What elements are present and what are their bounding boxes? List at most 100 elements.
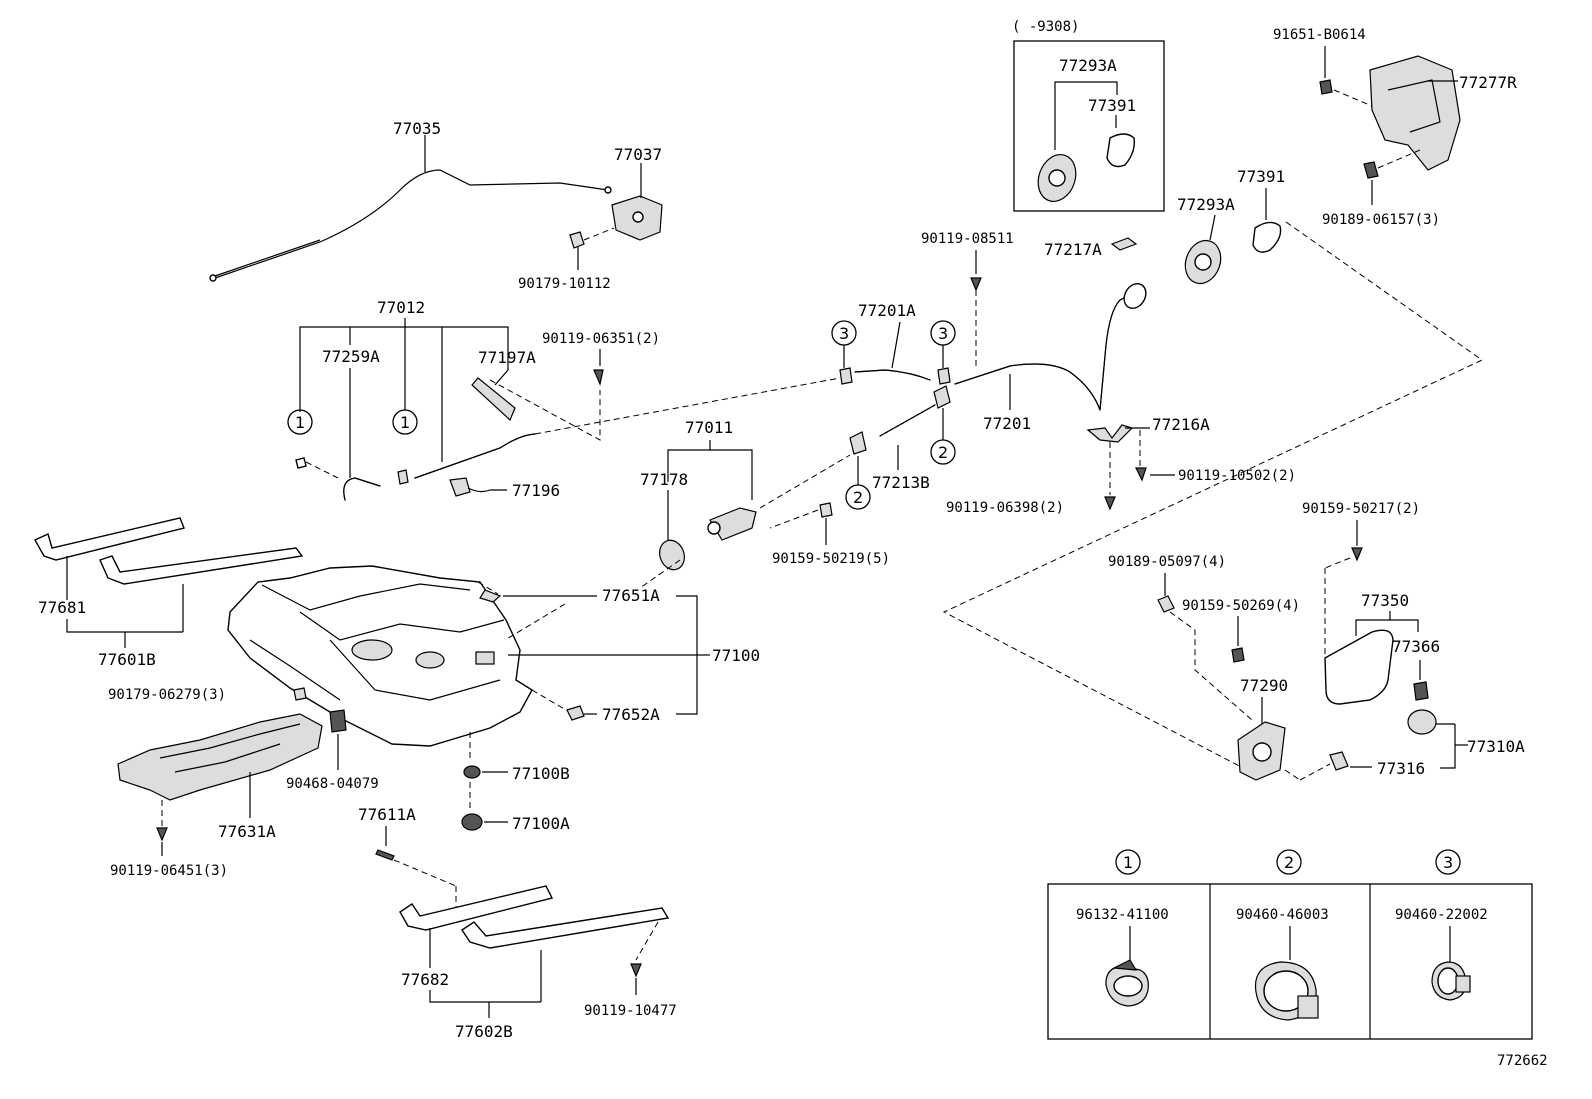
label-77197A: 77197A [478,348,536,367]
label-90119-06451: 90119-06451(3) [110,863,228,879]
label-77366: 77366 [1392,637,1440,656]
svg-text:2: 2 [1284,853,1294,872]
label-90189-06157: 90189-06157(3) [1322,212,1440,228]
variant-label: ( -9308) [1012,19,1079,35]
label-90119-06351: 90119-06351(2) [542,331,660,347]
tank-band-second [99,547,304,585]
filler-gasket-77391 [1252,221,1282,253]
clamp-ref-circle-1b [392,409,418,435]
label-77602B: 77602B [455,1022,513,1041]
pipe-bracket-77216a [1086,424,1134,443]
label-90119-08511: 90119-08511 [921,231,1014,247]
vent-bracket-77197a [471,377,516,422]
label-77391-inset: 77391 [1088,96,1136,115]
fuel-lid-bracket-77277r [1369,55,1461,171]
label-77350: 77350 [1361,591,1409,610]
filler-bracket-77217a [1110,237,1138,251]
label-77310A: 77310A [1467,737,1525,756]
lid-spring-77310a [1407,709,1437,735]
label-77611A: 77611A [358,805,416,824]
label-77316: 77316 [1377,759,1425,778]
svg-text:3: 3 [839,324,849,343]
label-77682: 77682 [401,970,449,989]
tank-band-rear-second [461,907,670,949]
tank-band-rear-group: 77611A 77682 77602B 90119-10477 [358,805,677,1041]
clamp-legend-table: 1 2 3 96132-41100 90460-46003 90460-2200… [1047,849,1533,1040]
label-90119-06398: 90119-06398(2) [946,500,1064,516]
label-77651A: 77651A [602,586,660,605]
legend-part-2: 90460-46003 [1236,907,1329,923]
label-90468-04079: 90468-04079 [286,776,379,792]
tank-band-front-group: 77681 77601B [34,517,304,669]
label-90189-05097: 90189-05097(4) [1108,554,1226,570]
label-77631A: 77631A [218,822,276,841]
label-77290: 77290 [1240,676,1288,695]
label-77601B: 77601B [98,650,156,669]
label-77012: 77012 [377,298,425,317]
lid-opener-77316 [1329,751,1349,771]
fuel-lid-77350 [1324,629,1394,705]
fuel-lid-bracket-group: 91651-B0614 77277R 90189-06157(3) [1273,27,1517,228]
label-77293A: 77293A [1177,195,1235,214]
label-77037: 77037 [614,145,662,164]
variant-inset-box: ( -9308) 77293A 77391 [1012,19,1165,212]
label-77100A: 77100A [512,814,570,833]
inset-gasket [1106,133,1135,168]
label-90119-10502: 90119-10502(2) [1178,468,1296,484]
fuel-lid-cable-group: 77035 77037 90179-10112 [209,119,663,292]
legend-circle-3 [1435,849,1461,875]
fuel-lid-group: 90159-50217(2) 90189-05097(4) 90159-5026… [1108,501,1525,781]
label-77196: 77196 [512,481,560,500]
tank-band-77682 [399,885,554,931]
tank-cushion-77100a [461,813,483,831]
label-77201: 77201 [983,414,1031,433]
svg-text:1: 1 [295,413,305,432]
label-77217A: 77217A [1044,240,1102,259]
label-77652A: 77652A [602,705,660,724]
label-77178: 77178 [640,470,688,489]
legend-circle-2 [1276,849,1302,875]
label-90179-10112: 90179-10112 [518,276,611,292]
legend-part-3: 90460-22002 [1395,907,1488,923]
label-90119-10477: 90119-10477 [584,1003,677,1019]
label-77277R: 77277R [1459,73,1517,92]
label-90179-06279: 90179-06279(3) [108,687,226,703]
lid-cushion-77366 [1413,681,1429,701]
filler-pipe-77201 [954,291,1137,411]
svg-text:2: 2 [938,443,948,462]
vent-hose-77259a [343,477,381,501]
tank-band-77681 [34,517,185,561]
svg-text:2: 2 [853,488,863,507]
label-77293A-inset: 77293A [1059,56,1117,75]
label-77213B: 77213B [872,473,930,492]
heat-insulator-77631a [117,713,323,801]
fuel-tank-group: 77651A 77100 77652A 90179-06279(3) 77100… [108,565,760,833]
tank-cushion-77100b [463,765,481,779]
diagram-id: 772662 [1497,1053,1548,1069]
label-77011: 77011 [685,418,733,437]
label-77100: 77100 [712,646,760,665]
label-90159-50217: 90159-50217(2) [1302,501,1420,517]
fuel-sender-77196 [449,477,471,497]
label-91651-B0614: 91651-B0614 [1273,27,1366,43]
svg-text:3: 3 [938,324,948,343]
band-pad-77611a [375,849,395,861]
clamp-ref-circle-1a [287,409,313,435]
pump-gasket-77178 [659,539,685,571]
legend-part-1: 96132-41100 [1076,907,1169,923]
label-77100B: 77100B [512,764,570,783]
label-77681: 77681 [38,598,86,617]
vent-tube-group: 77012 77259A 77197A 1 1 90119-06351(2) 7… [287,298,841,501]
heat-insulator-group: 90468-04079 77631A 90119-06451(3) [110,709,379,879]
svg-text:3: 3 [1443,853,1453,872]
svg-text:1: 1 [400,413,410,432]
legend-circle-1 [1115,849,1141,875]
fuel-pump-77011 [709,507,757,541]
label-77216A: 77216A [1152,415,1210,434]
label-77201A: 77201A [858,301,916,320]
fuel-pump-group: 77011 77178 90159-50219(5) [639,418,890,589]
label-77035: 77035 [393,119,441,138]
lid-opener-cable [214,169,609,279]
label-90159-50269: 90159-50269(4) [1182,598,1300,614]
